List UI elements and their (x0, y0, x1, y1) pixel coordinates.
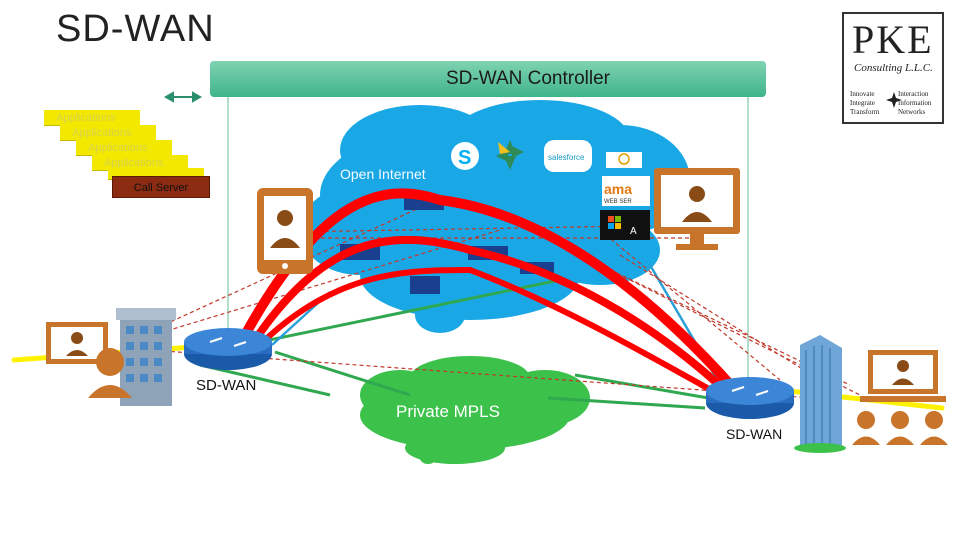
svg-text:S: S (458, 147, 471, 169)
skype-logo-icon: S (451, 142, 479, 170)
application-box-3: Applications (76, 140, 174, 156)
logo-text: PKE (852, 17, 934, 62)
salesforce-logo-icon: salesforce (544, 140, 592, 172)
sdwan-controller-label: SD-WAN Controller (446, 68, 610, 89)
page-title: SD-WAN (56, 8, 215, 50)
webex-logo-icon (606, 152, 642, 168)
pke-logo: PKE Consulting L.L.C. Innovate Integrate… (842, 12, 944, 124)
left-router-label: SD-WAN (196, 377, 257, 394)
call-server-box: Call Server (112, 176, 210, 198)
logo-star-icon (886, 92, 902, 108)
primary-path (240, 188, 740, 401)
logo-tag: Innovate (850, 90, 875, 98)
logo-tag: Interaction (898, 90, 929, 98)
svg-text:WEB SER: WEB SER (604, 199, 632, 205)
remote-monitor-icon (654, 168, 740, 250)
salesforce-logo-text: salesforce (548, 153, 585, 162)
sdwan-controller: SD-WAN Controller (210, 61, 766, 97)
right-router-icon (706, 377, 794, 419)
app-pinwheel-logo-icon (496, 140, 524, 170)
application-box-2: Applications (60, 125, 158, 141)
left-router-icon (184, 328, 272, 370)
application-box-1: Applications (44, 110, 142, 126)
mobile-device-icon (257, 188, 313, 274)
mpls-cloud (360, 356, 590, 464)
logo-tags-right: Interaction Information Networks (898, 90, 931, 117)
svg-text:A: A (630, 226, 637, 237)
logo-subtitle: Consulting L.L.C. (854, 62, 933, 74)
logo-tag: Information (898, 99, 932, 107)
logo-tag: Integrate (850, 99, 875, 107)
right-building-icon (794, 335, 846, 453)
left-videoconf-icon (46, 322, 132, 398)
right-router-label: SD-WAN (726, 426, 783, 442)
mpls-links (199, 278, 721, 410)
logo-tags-left: Innovate Integrate Transform (850, 90, 879, 117)
mpls-cloud-label: Private MPLS (396, 402, 500, 421)
aws-logo-icon: ama WEB SER (602, 176, 650, 206)
logo-tag: Networks (898, 108, 926, 116)
azure-logo-icon: A (600, 210, 650, 240)
internet-cloud-label: Open Internet (340, 166, 426, 182)
app-controller-arrow (163, 91, 203, 103)
controller-links (227, 97, 749, 380)
right-meeting-icon (852, 350, 948, 445)
logo-tag: Transform (850, 108, 880, 116)
svg-text:ama: ama (604, 181, 632, 197)
left-building-icon (116, 308, 176, 406)
